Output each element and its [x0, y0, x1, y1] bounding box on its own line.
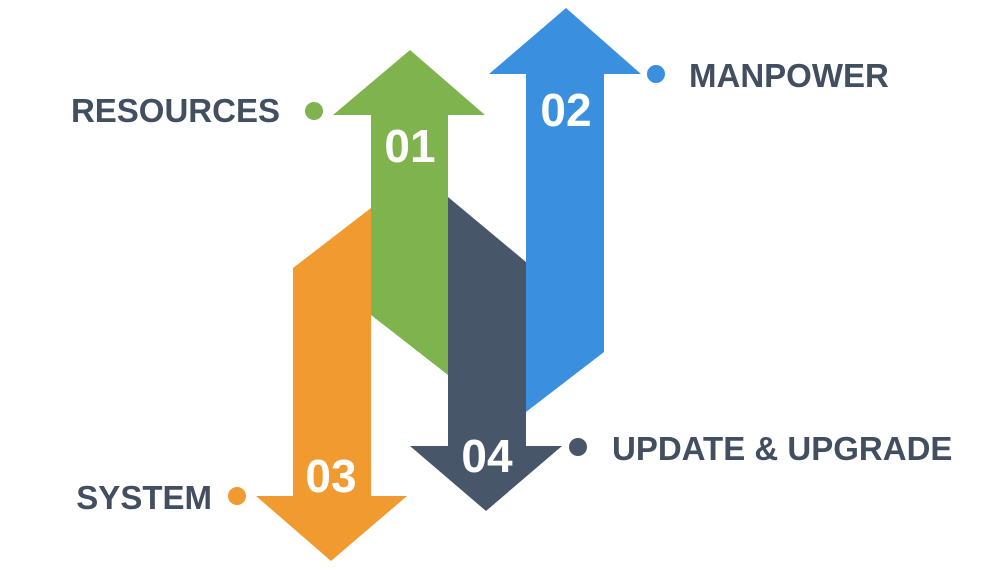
arrow-01-up — [333, 50, 485, 375]
step-label-manpower: MANPOWER — [689, 57, 889, 94]
step-label-resources: RESOURCES — [71, 92, 280, 129]
marker-dot-resources — [305, 102, 323, 120]
step-number-04: 04 — [461, 430, 513, 482]
step-label-system: SYSTEM — [76, 479, 212, 516]
marker-dot-manpower — [647, 65, 665, 83]
step-label-update-upgrade: UPDATE & UPGRADE — [612, 430, 952, 467]
arrow-02-up — [489, 8, 641, 412]
step-number-01: 01 — [384, 120, 435, 172]
step-number-02: 02 — [540, 84, 591, 136]
step-number-03: 03 — [305, 450, 356, 502]
arrow-03-down — [256, 208, 407, 561]
marker-dot-system — [228, 487, 246, 505]
marker-dot-update-upgrade — [569, 438, 587, 456]
